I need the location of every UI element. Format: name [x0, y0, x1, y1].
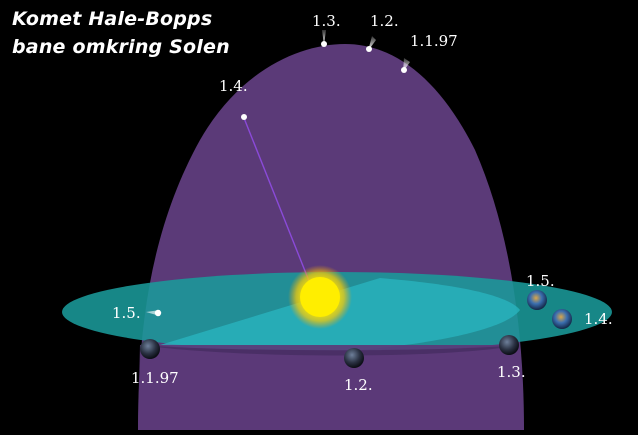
earth-apr — [552, 309, 572, 329]
comet-mar — [321, 30, 327, 47]
comet-feb — [366, 36, 376, 52]
comet-label-may: 1.5. — [112, 304, 141, 322]
comet-label-apr: 1.4. — [219, 77, 248, 95]
title-line-1: Komet Hale-Bopps — [12, 8, 213, 30]
comet-jan — [401, 58, 410, 73]
comet-plane-lower — [138, 345, 524, 430]
earth-label-jan: 1.1.97 — [131, 369, 179, 387]
earth-may — [527, 290, 547, 310]
title-line-2: bane omkring Solen — [12, 36, 230, 58]
earth-label-mar: 1.3. — [497, 363, 526, 381]
comet-may — [146, 309, 162, 317]
comet-label-jan: 1.1.97 — [410, 32, 458, 50]
comet-sun-line — [243, 117, 312, 287]
sun-core — [300, 277, 340, 317]
earth-label-feb: 1.2. — [344, 376, 373, 394]
earth-mar — [499, 335, 519, 355]
ecliptic-front-rim — [140, 345, 520, 356]
comet-apr — [241, 114, 247, 120]
comet-label-mar: 1.3. — [312, 12, 341, 30]
comet-label-feb: 1.2. — [370, 12, 399, 30]
earth-jan — [140, 339, 160, 359]
earth-label-apr: 1.4. — [584, 310, 613, 328]
earth-label-may: 1.5. — [526, 272, 555, 290]
earth-feb — [344, 348, 364, 368]
